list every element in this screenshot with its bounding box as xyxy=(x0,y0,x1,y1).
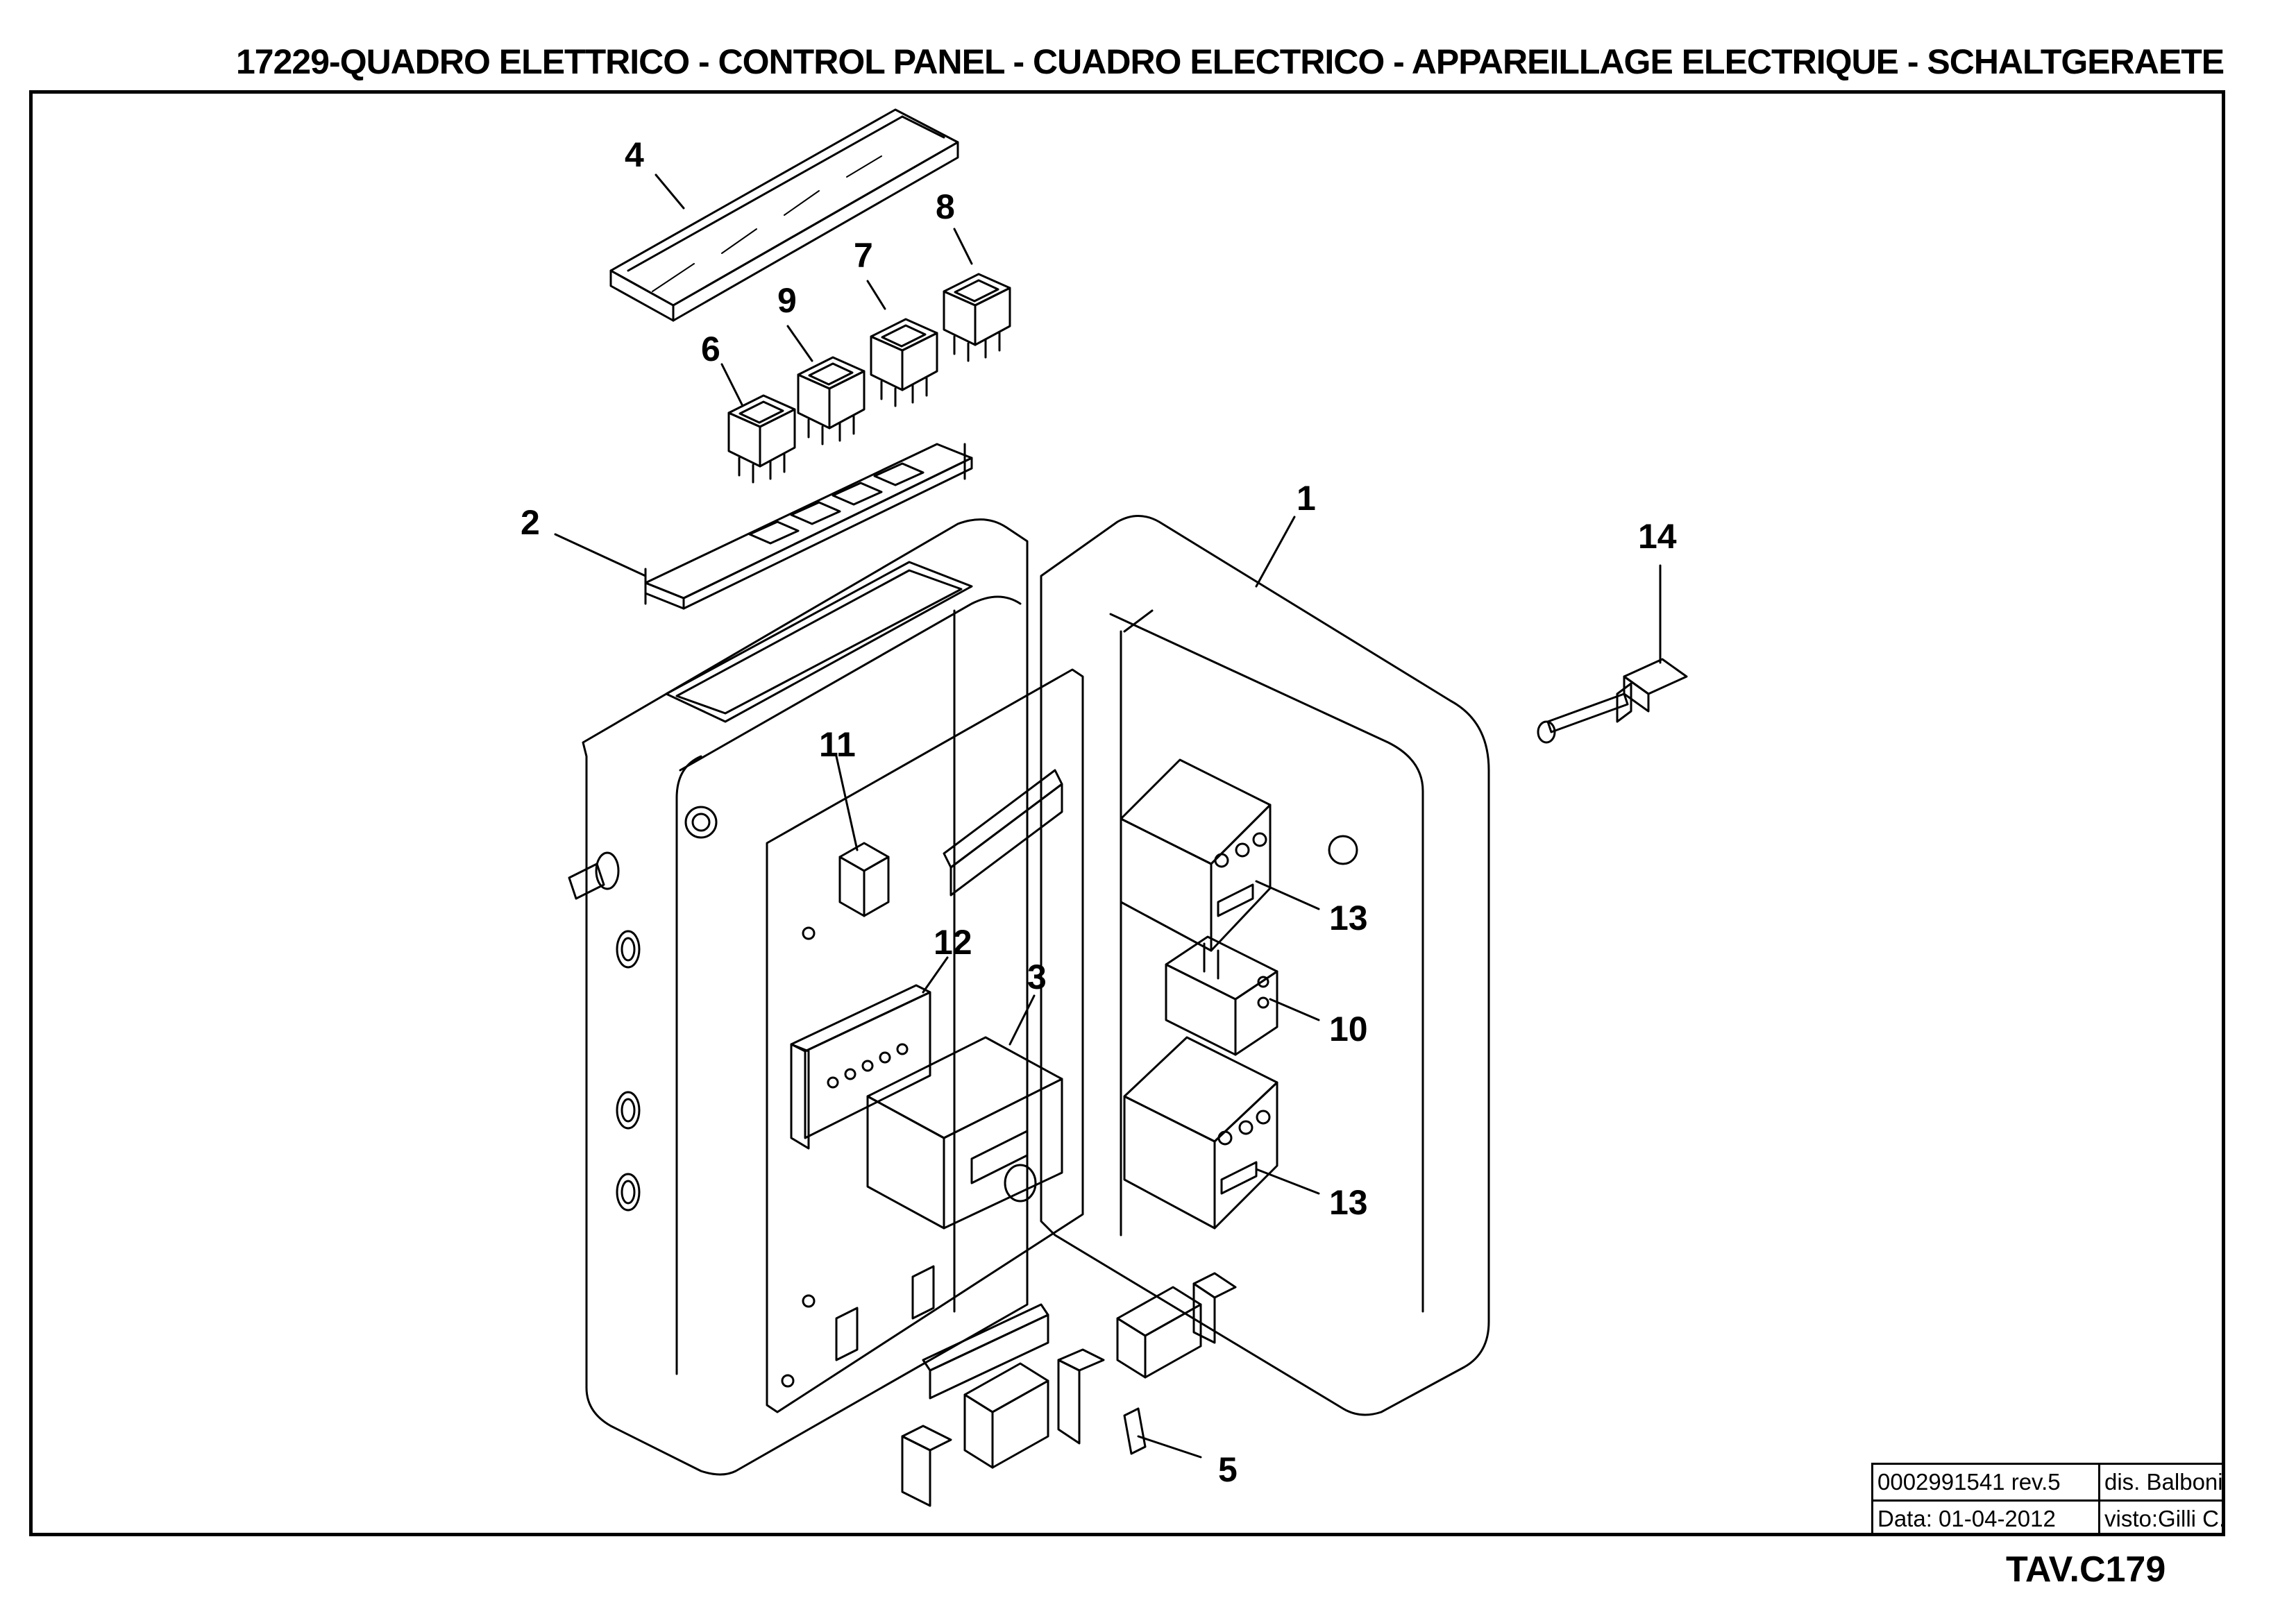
callout-2: 2 xyxy=(521,503,540,542)
part-14-cable-gland xyxy=(1537,658,1688,744)
checked-by: visto:Gilli C. xyxy=(2104,1506,2225,1531)
callout-7: 7 xyxy=(854,236,873,275)
part-13-contactor-upper xyxy=(1120,758,1272,952)
callout-9: 9 xyxy=(777,281,797,320)
drawing-frame xyxy=(29,90,2225,1536)
part-5-fuse xyxy=(1123,1407,1147,1455)
drawing-date: Data: 01-04-2012 xyxy=(1873,1502,2100,1536)
part-3-controller xyxy=(866,1036,1063,1230)
bottom-terminal-blocks xyxy=(901,1272,1237,1507)
callout-5: 5 xyxy=(1218,1450,1238,1489)
callout-10: 10 xyxy=(1329,1010,1368,1048)
part-10-thermal-relay xyxy=(1165,935,1278,1056)
callout-12: 12 xyxy=(934,923,972,962)
part-13-contactor-lower xyxy=(1123,1036,1278,1230)
part-12-terminal-strip xyxy=(790,984,931,1150)
standoff-spacers xyxy=(835,1265,935,1361)
title-block-row-1: 0002991541 rev.5 dis. Balboni xyxy=(1873,1465,2225,1502)
callout-labels: 1 2 3 4 5 6 7 8 9 10 11 12 13 13 14 xyxy=(521,135,1677,1489)
sheet-id: TAV.C179 xyxy=(2006,1549,2166,1590)
callout-1: 1 xyxy=(1297,479,1316,518)
mounting-plate xyxy=(766,668,1084,1413)
callout-3: 3 xyxy=(1027,958,1047,996)
part-11-terminal xyxy=(838,842,890,917)
bottom-din-rail xyxy=(922,1303,1049,1400)
part-7-switch xyxy=(870,318,938,407)
leader-lines xyxy=(554,173,1662,1459)
callout-11: 11 xyxy=(819,725,856,764)
part-1-enclosure-body xyxy=(568,518,1029,1476)
title-block-row-2: Data: 01-04-2012 visto:Gilli C. xyxy=(1873,1502,2225,1536)
callout-6: 6 xyxy=(701,330,720,368)
callout-13-lower: 13 xyxy=(1329,1183,1368,1222)
callout-14: 14 xyxy=(1638,517,1677,556)
callout-8: 8 xyxy=(936,187,955,226)
drawing-number: 0002991541 rev.5 xyxy=(1873,1465,2100,1499)
callout-13-upper: 13 xyxy=(1329,899,1368,937)
drawn-by: dis. Balboni xyxy=(2104,1469,2223,1495)
part-8-switch xyxy=(943,273,1011,362)
part-4-cover-strip xyxy=(609,108,959,322)
callout-4: 4 xyxy=(625,135,644,174)
part-6-switch xyxy=(727,394,796,484)
part-1-enclosure-lid xyxy=(1040,515,1490,1416)
drawing-title: 17229-QUADRO ELETTRICO - CONTROL PANEL -… xyxy=(236,42,2225,81)
part-9-switch xyxy=(797,356,866,445)
title-block: 0002991541 rev.5 dis. Balboni Data: 01-0… xyxy=(1871,1463,2225,1536)
part-2-bracket xyxy=(644,443,973,610)
